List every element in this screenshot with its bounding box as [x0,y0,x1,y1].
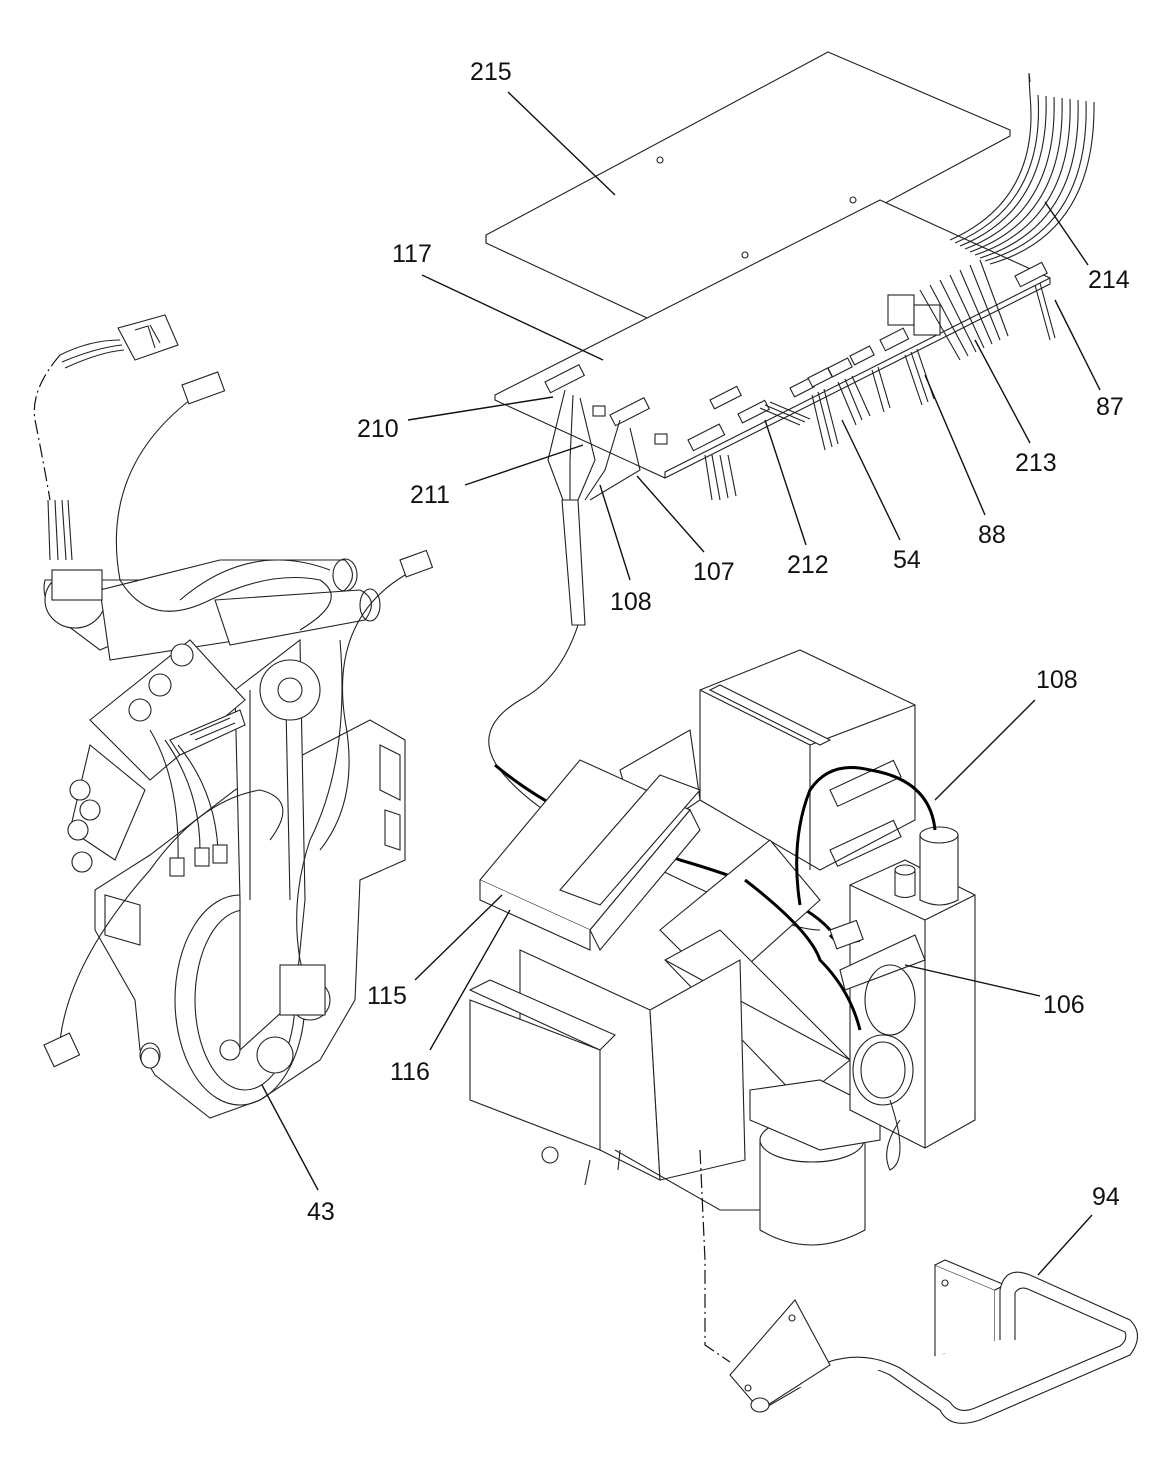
callout-108-top: 108 [610,588,652,616]
callout-116: 116 [390,1058,430,1086]
left-mechanism-43 [33,314,434,1119]
callout-212: 212 [787,551,829,579]
callout-214: 214 [1088,266,1130,294]
callout-215: 215 [470,58,512,86]
callout-107: 107 [693,558,735,586]
main-unit [468,649,976,1246]
callout-115: 115 [367,982,407,1010]
callout-87: 87 [1096,393,1124,421]
callout-labels: 215 117 214 87 213 210 211 107 108 212 5… [307,58,1130,1226]
callout-210: 210 [357,415,399,443]
callout-54: 54 [893,546,921,574]
leader-lines [261,91,1101,1276]
callout-106: 106 [1043,991,1085,1019]
callout-211: 211 [410,481,450,509]
ribbon-cable-214 [949,72,1095,265]
leader-dashdot [699,1149,731,1363]
callout-213: 213 [1015,449,1057,477]
circuit-board-117 [494,199,1051,479]
callout-88: 88 [978,521,1006,549]
callout-43: 43 [307,1198,335,1226]
callout-117: 117 [392,240,432,268]
handle-bracket-94 [729,1259,1139,1424]
board-wires [704,259,1056,501]
callout-108-right: 108 [1036,666,1078,694]
callout-94: 94 [1092,1183,1120,1211]
